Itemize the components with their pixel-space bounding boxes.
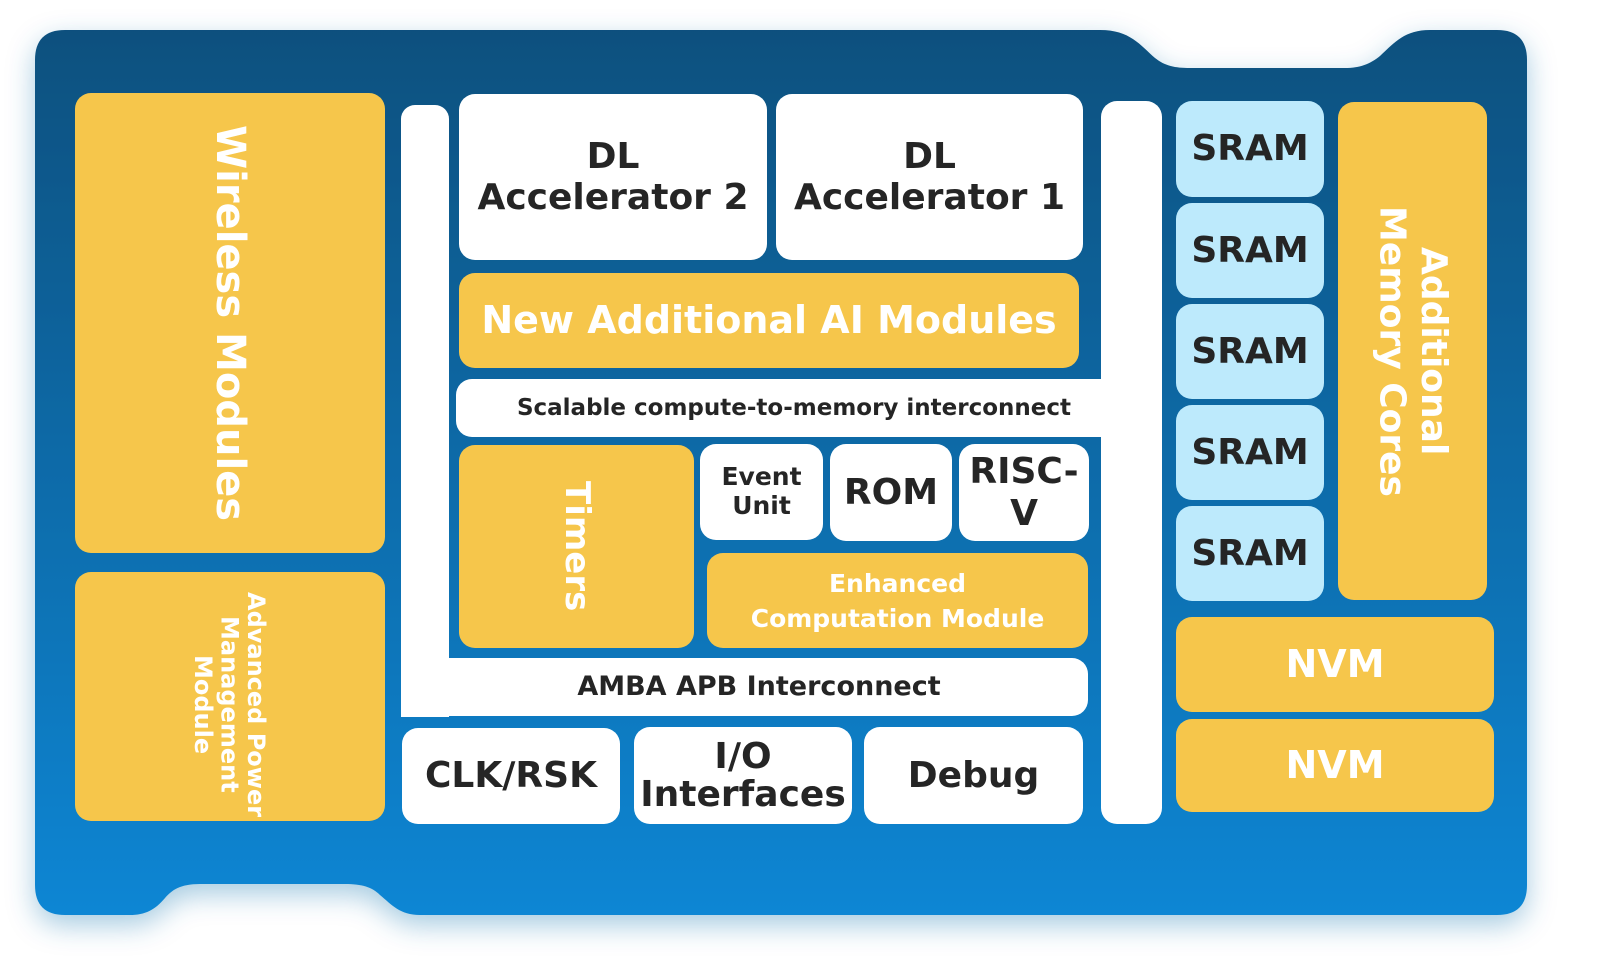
sram-block: SRAM [1176,405,1324,500]
apb-bus-vertical [401,105,449,717]
scalable-interconnect-bar [456,379,1116,437]
timers-label: Timers [557,481,598,612]
sram-block: SRAM [1176,101,1324,197]
event-unit-block: Event Unit [700,444,823,540]
wireless-modules-block: Wireless Modules [75,93,385,553]
dl-accelerator-1-block: DL Accelerator 1 [776,94,1083,260]
additional-memory-cores-block: Additional Memory Cores [1338,102,1487,600]
rom-block: ROM [830,444,952,541]
ai-modules-block: New Additional AI Modules [459,273,1079,368]
debug-block: Debug [864,727,1083,824]
sram-block: SRAM [1176,304,1324,399]
amba-apb-label: AMBA APB Interconnect [577,671,941,703]
memory-bus-vertical [1101,101,1162,824]
nvm-block: NVM [1176,617,1494,712]
wireless-modules-label: Wireless Modules [207,124,253,522]
sram-block: SRAM [1176,506,1324,601]
timers-block: Timers [459,445,694,648]
sram-block: SRAM [1176,203,1324,298]
clk-rsk-block: CLK/RSK [402,728,620,824]
dl-accelerator-2-block: DL Accelerator 2 [459,94,767,260]
apb-bus-horizontal [401,658,1088,716]
power-management-label: Advanced Power Management Module [189,592,270,818]
nvm-block: NVM [1176,719,1494,812]
enhanced-computation-block: Enhanced Computation Module [707,553,1088,648]
riscv-block: RISC-V [959,444,1089,541]
additional-memory-cores-label: Additional Memory Cores [1371,205,1454,497]
power-management-block: Advanced Power Management Module [75,572,385,821]
io-interfaces-block: I/O Interfaces [634,727,852,824]
scalable-interconnect-label: Scalable compute-to-memory interconnect [516,394,1072,421]
